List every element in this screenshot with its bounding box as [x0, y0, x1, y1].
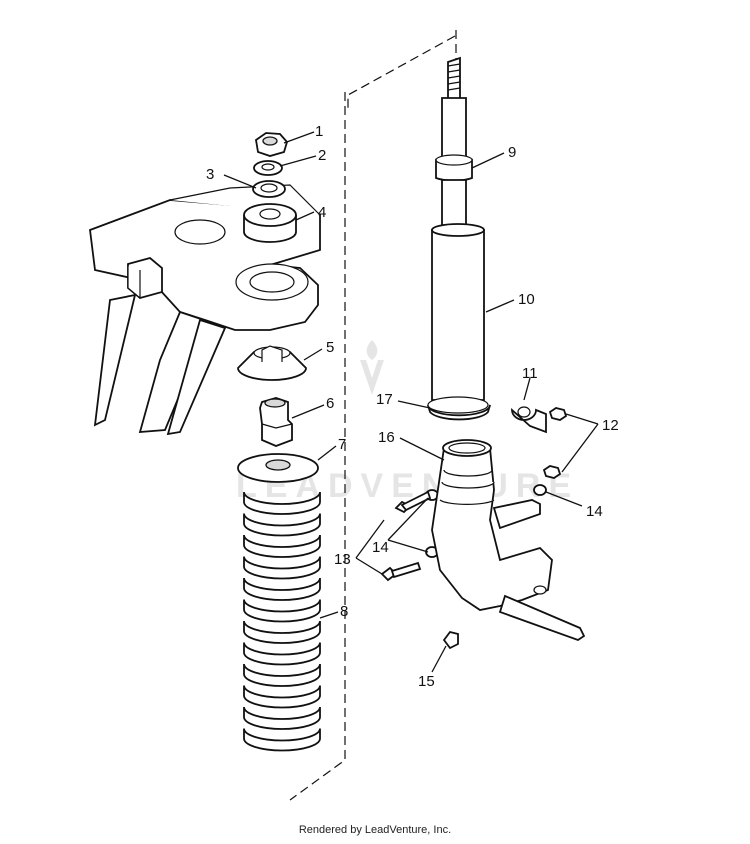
callout-3: 3 — [206, 166, 214, 183]
part-10-strut — [427, 56, 491, 421]
callout-4: 4 — [318, 204, 326, 221]
spring-coil — [243, 577, 321, 601]
callout-1: 1 — [315, 123, 323, 140]
callout-14-left: 14 — [372, 539, 389, 556]
part-16-spindle-housing — [431, 439, 586, 642]
spring-coil — [243, 556, 321, 580]
callout-17: 17 — [376, 391, 393, 408]
assembly-guide-lines — [289, 30, 457, 801]
part-5-cup — [237, 345, 307, 381]
spring-coil — [243, 706, 321, 730]
callout-2: 2 — [318, 147, 326, 164]
callout-labels: 1 2 3 4 5 6 7 8 9 10 11 12 13 14 14 15 1… — [206, 123, 619, 690]
callout-11: 11 — [522, 365, 538, 382]
callout-6: 6 — [326, 395, 334, 412]
part-12-nuts — [542, 407, 568, 479]
spring-coil — [243, 642, 321, 666]
spring-coil — [243, 663, 321, 687]
frame-arm — [89, 184, 321, 436]
callout-13: 13 — [334, 551, 351, 568]
spring-coil — [243, 599, 321, 623]
callout-9: 9 — [508, 144, 516, 161]
spring-coil — [243, 728, 321, 752]
spring-coil — [243, 620, 321, 644]
spring-coil — [243, 685, 321, 709]
part-1-nut — [255, 132, 289, 157]
part-8-coil-spring — [237, 453, 321, 752]
leader-lines — [223, 131, 599, 673]
callout-16: 16 — [378, 429, 395, 446]
part-15-bolt — [442, 630, 459, 650]
callout-15: 15 — [418, 673, 435, 690]
spring-coil — [243, 491, 321, 515]
callout-10: 10 — [518, 291, 535, 308]
part-6-sleeve — [259, 397, 293, 447]
part-3-washer — [252, 180, 286, 198]
spring-coil — [243, 534, 321, 558]
part-4-bushing — [243, 203, 297, 243]
callout-8: 8 — [340, 603, 348, 620]
callout-7: 7 — [338, 436, 346, 453]
spring-coil — [243, 513, 321, 537]
callout-5: 5 — [326, 339, 334, 356]
callout-14-right: 14 — [586, 503, 603, 520]
callout-12: 12 — [602, 417, 619, 434]
part-13-bolts — [380, 490, 432, 582]
footer-credit: Rendered by LeadVenture, Inc. — [298, 824, 452, 836]
part-2-washer — [253, 160, 283, 176]
part-11-clamp — [511, 406, 547, 434]
